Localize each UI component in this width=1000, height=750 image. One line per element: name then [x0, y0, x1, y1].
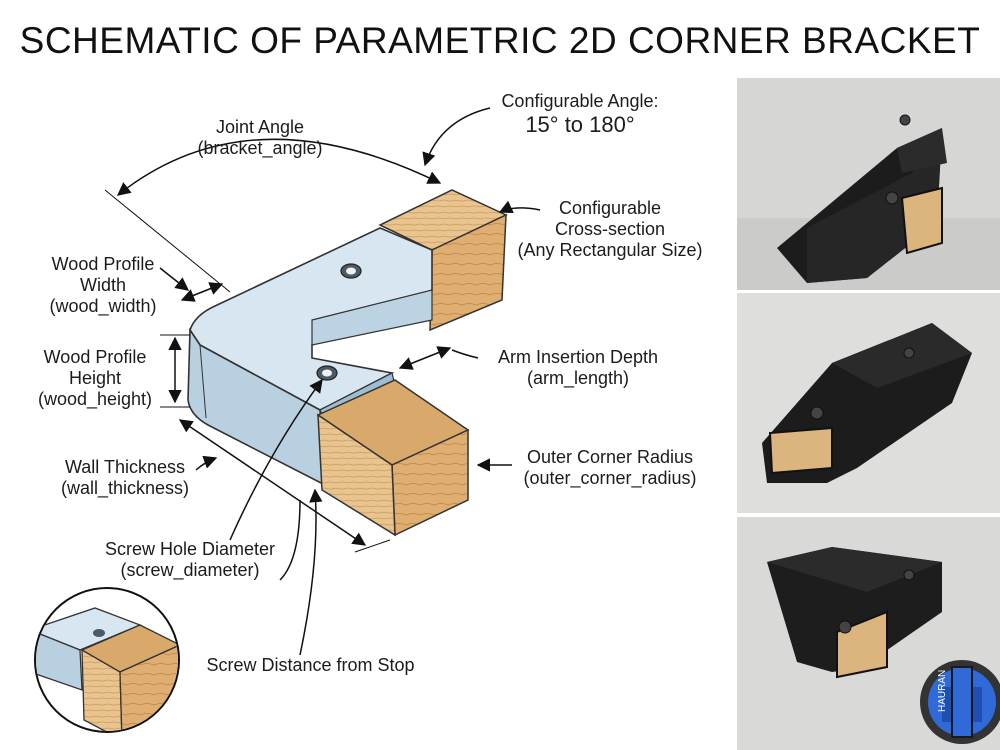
diagram-title: SCHEMATIC OF PARAMETRIC 2D CORNER BRACKE… [19, 20, 981, 61]
dimension-lines [104, 107, 541, 656]
configurable-angle-label: Configurable Angle: 15° to 180° [501, 91, 659, 137]
photo-bracket-acute: HAURAN [737, 517, 1000, 750]
hauran-logo: HAURAN [920, 660, 1000, 744]
outer-radius-label: Outer Corner Radius(outer_corner_radius) [523, 447, 697, 488]
screw-distance-label: Screw Distance from Stop [206, 655, 415, 675]
bracket-schematic [34, 107, 541, 733]
wall-thickness-label: Wall Thickness(wall_thickness) [60, 457, 190, 498]
inset-detail [34, 587, 180, 733]
svg-text:HAURAN: HAURAN [937, 670, 948, 712]
upper-wood-block [378, 189, 508, 332]
joint-angle-label: Joint Angle(bracket_angle) [197, 117, 323, 158]
photo-bracket-90 [737, 78, 1000, 290]
screw-diameter-label: Screw Hole Diameter(screw_diameter) [104, 539, 276, 580]
photo-bracket-obtuse [737, 293, 1000, 513]
arm-length-label: Arm Insertion Depth(arm_length) [497, 347, 659, 388]
